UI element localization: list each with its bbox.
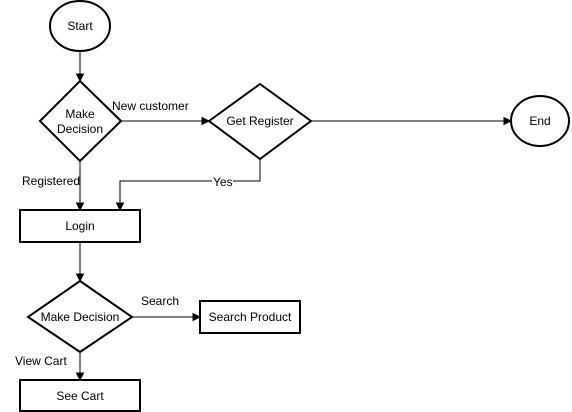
decision2-label: Make Decision — [41, 310, 120, 324]
see-cart-label: See Cart — [56, 389, 104, 403]
edge-registered — [75, 161, 85, 212]
get-register-node: Get Register — [207, 82, 313, 161]
decision1-label-line1: Make — [65, 107, 95, 121]
edge-label-new-customer: New customer — [112, 99, 189, 113]
edge-start-to-decision1 — [75, 51, 85, 83]
edge-label-yes-background — [212, 175, 233, 187]
edge-label-view-cart: View Cart — [15, 354, 67, 368]
edge-label-yes: Yes — [213, 175, 233, 189]
decision1-label-line2: Decision — [57, 122, 103, 136]
edge-yes — [115, 159, 261, 212]
edge-register-to-end — [311, 116, 513, 126]
see-cart-node: See Cart — [19, 379, 141, 412]
end-node: End — [510, 95, 570, 147]
end-label: End — [529, 114, 550, 128]
decision-node-1: Make Decision — [38, 79, 123, 163]
edge-view-cart — [75, 352, 85, 382]
login-node: Login — [19, 209, 141, 243]
start-node: Start — [49, 0, 111, 52]
search-product-label: Search Product — [209, 310, 292, 324]
start-label: Start — [67, 19, 93, 33]
login-label: Login — [65, 219, 94, 233]
edge-new-customer — [121, 116, 211, 126]
decision-node-2: Make Decision — [26, 279, 134, 354]
edge-search — [132, 312, 202, 322]
get-register-label: Get Register — [226, 114, 293, 128]
edge-label-search: Search — [141, 294, 179, 308]
search-product-node: Search Product — [199, 300, 301, 334]
edge-login-to-decision2 — [75, 242, 85, 283]
edge-label-registered: Registered — [22, 174, 80, 188]
